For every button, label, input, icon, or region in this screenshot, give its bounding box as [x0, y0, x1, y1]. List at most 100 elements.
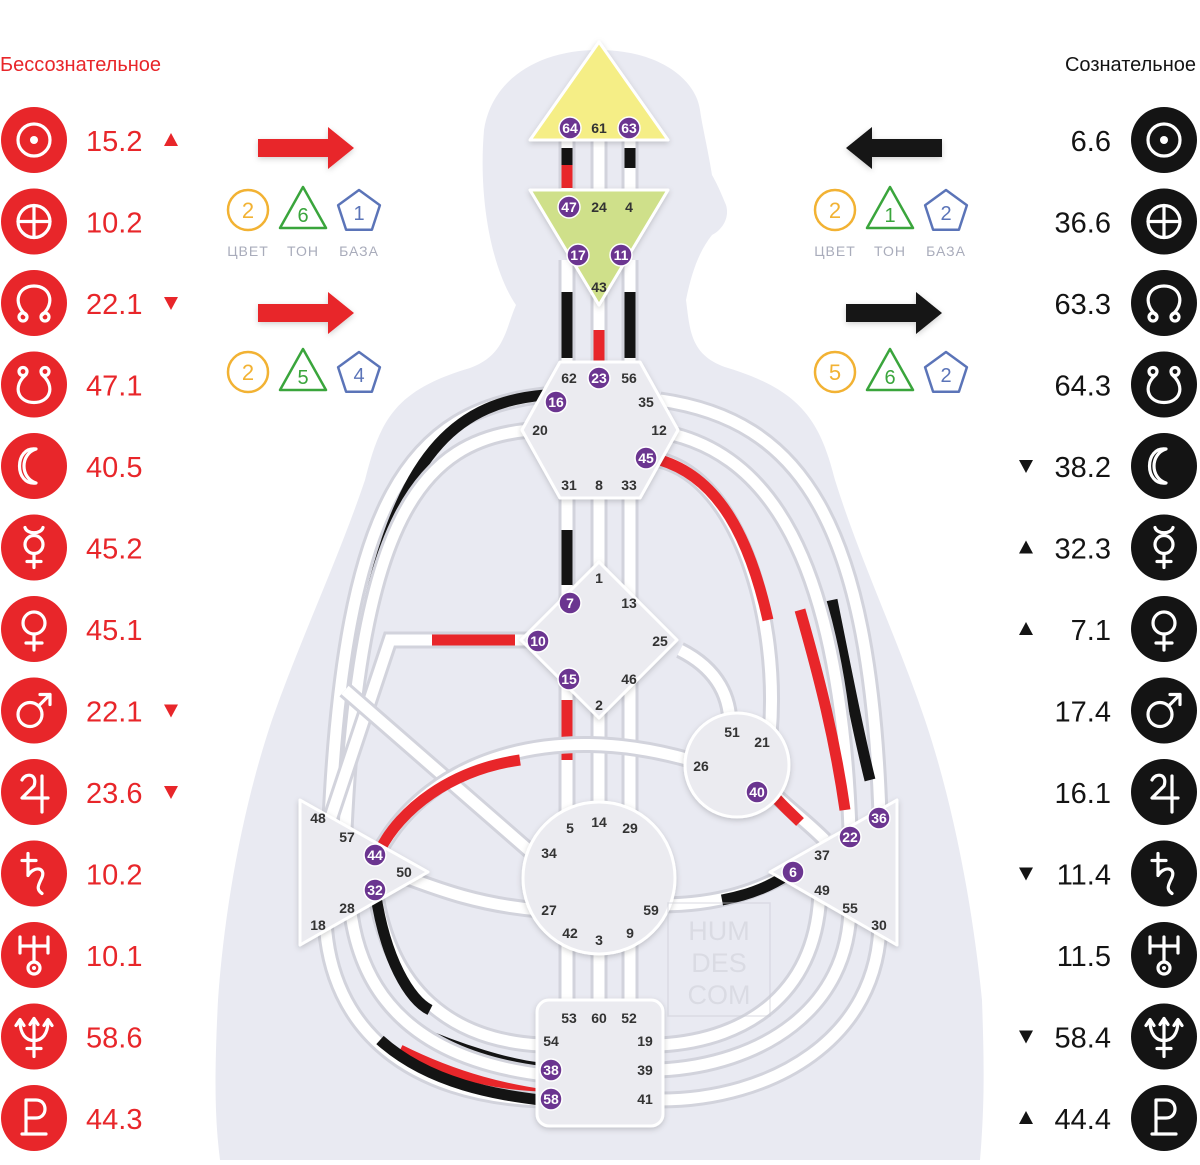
- personality-planet-value: 6.6: [1071, 126, 1111, 158]
- arrow-down-icon: [164, 704, 178, 718]
- gate-30: 30: [871, 917, 887, 933]
- head-center: [528, 40, 670, 142]
- gate-number: 5: [566, 820, 574, 836]
- gate-number: 28: [339, 900, 355, 916]
- personality-planet-value: 11.5: [1057, 941, 1111, 973]
- gate-number: 59: [643, 902, 659, 918]
- pluto-icon: [1131, 1085, 1197, 1151]
- design-planet-value: 22.1: [86, 289, 142, 321]
- sun-icon: [1131, 107, 1197, 173]
- channel-49-19: [659, 884, 829, 1054]
- gate-39: 39: [637, 1062, 653, 1078]
- gate-number: 7: [566, 595, 574, 611]
- svg-text:5: 5: [829, 360, 841, 385]
- personality-planet-row: 6.6: [1071, 107, 1197, 173]
- design-planet-row: 47.1: [1, 351, 142, 418]
- gate-number: 44: [367, 847, 383, 863]
- gate-34: 34: [541, 845, 557, 861]
- gate-number: 56: [621, 370, 637, 386]
- gate-number: 50: [396, 864, 412, 880]
- svg-text:2: 2: [829, 198, 841, 223]
- south-node-icon: [1131, 351, 1197, 418]
- design-planet-value: 58.6: [86, 1023, 142, 1055]
- gate-number: 31: [561, 477, 577, 493]
- gate-32: 32: [363, 878, 387, 902]
- gate-number: 53: [561, 1010, 577, 1026]
- gate-8: 8: [595, 477, 603, 493]
- personality-planet-value: 44.4: [1055, 1104, 1111, 1136]
- gate-number: 22: [842, 829, 858, 845]
- gate-number: 43: [591, 279, 607, 295]
- gate-60: 60: [591, 1010, 607, 1026]
- gate-number: 32: [367, 882, 383, 898]
- gate-number: 46: [621, 671, 637, 687]
- gate-1: 1: [595, 570, 603, 586]
- gate-47: 47: [557, 195, 581, 219]
- gate-38: 38: [539, 1058, 563, 1082]
- gate-number: 26: [693, 758, 709, 774]
- personality-planet-row: 38.2: [1019, 433, 1197, 499]
- jupiter-icon: [1, 759, 67, 825]
- svg-text:5: 5: [297, 367, 308, 389]
- tone-label: ТОН: [287, 243, 319, 259]
- svg-text:2: 2: [242, 198, 254, 223]
- gate-number: 25: [652, 633, 668, 649]
- neptune-icon: [1131, 1003, 1197, 1070]
- personality-planet-value: 7.1: [1071, 615, 1111, 647]
- tone-variable: 6: [278, 185, 328, 230]
- gate-number: 37: [814, 847, 830, 863]
- gate-number: 15: [561, 671, 577, 687]
- personality-planet-list: 6.636.663.364.338.232.37.117.416.111.411…: [1019, 107, 1197, 1151]
- gate-5: 5: [566, 820, 574, 836]
- design-planet-row: 45.2: [1, 514, 142, 581]
- watermark-line-1: HUM: [688, 916, 750, 946]
- gate-number: 42: [562, 925, 578, 941]
- gate-51: 51: [724, 724, 740, 740]
- svg-text:2: 2: [940, 203, 951, 225]
- arrow-left-icon: [846, 127, 942, 169]
- gate-14: 14: [591, 814, 607, 830]
- gate-number: 35: [638, 394, 654, 410]
- gate-41: 41: [637, 1091, 653, 1107]
- arrow-down-icon: [164, 297, 178, 310]
- gate-number: 36: [871, 810, 887, 826]
- gate-number: 38: [543, 1062, 559, 1078]
- ajna-center: [528, 188, 670, 307]
- moon-icon: [1, 433, 67, 499]
- mars-icon: [1131, 677, 1197, 744]
- gate-54: 54: [543, 1033, 559, 1049]
- gate-number: 4: [625, 199, 633, 215]
- design-planet-value: 22.1: [86, 697, 142, 729]
- base-variable: 1: [336, 188, 382, 232]
- gate-50: 50: [396, 864, 412, 880]
- solar-plexus-center: [768, 798, 899, 947]
- mars-icon: [1, 677, 67, 744]
- gate-number: 61: [591, 120, 607, 136]
- channel-20-57: [336, 421, 531, 831]
- gate-31: 31: [561, 477, 577, 493]
- gate-number: 55: [842, 900, 858, 916]
- channel-35-36: [658, 391, 889, 816]
- design-planet-row: 22.1: [1, 677, 178, 744]
- gate-17: 17: [566, 243, 590, 267]
- svg-text:2: 2: [242, 360, 254, 385]
- arrow-up-icon: [1019, 540, 1033, 554]
- watermark-line-3: COM: [688, 980, 751, 1010]
- gate-number: 63: [621, 120, 637, 136]
- gate-number: 58: [543, 1091, 559, 1107]
- personality-planet-value: 38.2: [1055, 452, 1111, 484]
- gate-27: 27: [541, 902, 557, 918]
- base-label: БАЗА: [926, 243, 966, 259]
- gate-13: 13: [621, 595, 637, 611]
- gate-36: 36: [867, 806, 891, 830]
- personality-planet-row: 32.3: [1019, 514, 1197, 581]
- gate-number: 1: [595, 570, 603, 586]
- gate-23: 23: [587, 366, 611, 390]
- south-node-icon: [1, 351, 67, 418]
- venus-icon: [1, 596, 67, 662]
- gate-number: 13: [621, 595, 637, 611]
